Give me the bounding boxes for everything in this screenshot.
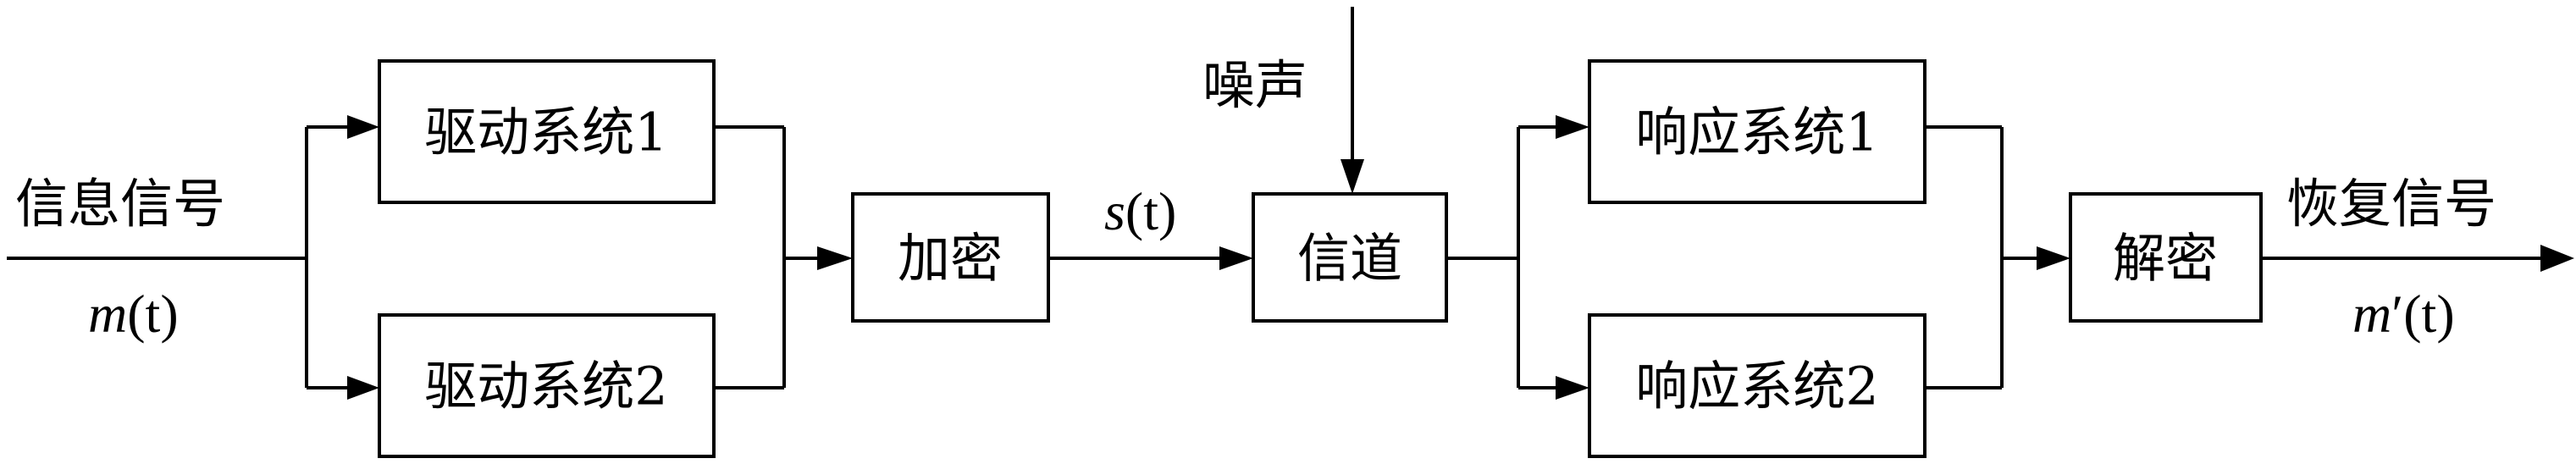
arrow-to-drive2	[347, 376, 379, 400]
response-system-1-label: 响应系统1	[1635, 102, 1878, 163]
input-math-label: m(t)	[88, 284, 179, 344]
arrow-to-drive1	[347, 115, 379, 139]
channel-block: 信道	[1252, 192, 1448, 323]
input-math-arg: (t)	[127, 284, 178, 344]
decrypt-block: 解密	[2069, 192, 2263, 323]
drive-system-1-label: 驱动系统1	[424, 102, 667, 163]
output-math-fn: m	[2352, 284, 2391, 344]
input-math-fn: m	[88, 284, 127, 344]
cipher-math-fn: s	[1104, 181, 1125, 241]
cipher-math-label: s(t)	[1104, 181, 1176, 241]
arrow-to-response2	[1556, 376, 1589, 400]
encrypt-label: 加密	[898, 228, 1003, 290]
response-system-1-block: 响应系统1	[1588, 59, 1926, 204]
decrypt-label: 解密	[2113, 228, 2218, 290]
drive-system-1-block: 驱动系统1	[378, 59, 716, 204]
arrowheads	[347, 115, 2574, 400]
arrow-to-encrypt	[817, 246, 853, 270]
output-math-label: m′(t)	[2352, 284, 2455, 344]
noise-label: 噪声	[1202, 54, 1307, 116]
arrow-output	[2540, 245, 2574, 272]
response-system-2-label: 响应系统2	[1635, 356, 1878, 417]
arrow-to-channel	[1219, 246, 1253, 270]
drive-system-2-label: 驱动系统2	[424, 356, 667, 417]
arrow-to-decrypt	[2037, 246, 2070, 270]
output-math-prime: ′	[2391, 284, 2403, 344]
encrypt-block: 加密	[851, 192, 1050, 323]
output-math-arg: (t)	[2403, 284, 2454, 344]
arrow-to-response1	[1556, 115, 1589, 139]
arrow-noise-to-channel	[1341, 159, 1364, 194]
channel-label: 信道	[1297, 228, 1402, 290]
cipher-math-arg: (t)	[1125, 181, 1176, 241]
connection-wires	[7, 7, 2540, 389]
input-signal-label: 信息信号	[15, 173, 225, 235]
response-system-2-block: 响应系统2	[1588, 313, 1926, 458]
drive-system-2-block: 驱动系统2	[378, 313, 716, 458]
output-signal-label: 恢复信号	[2286, 173, 2496, 235]
